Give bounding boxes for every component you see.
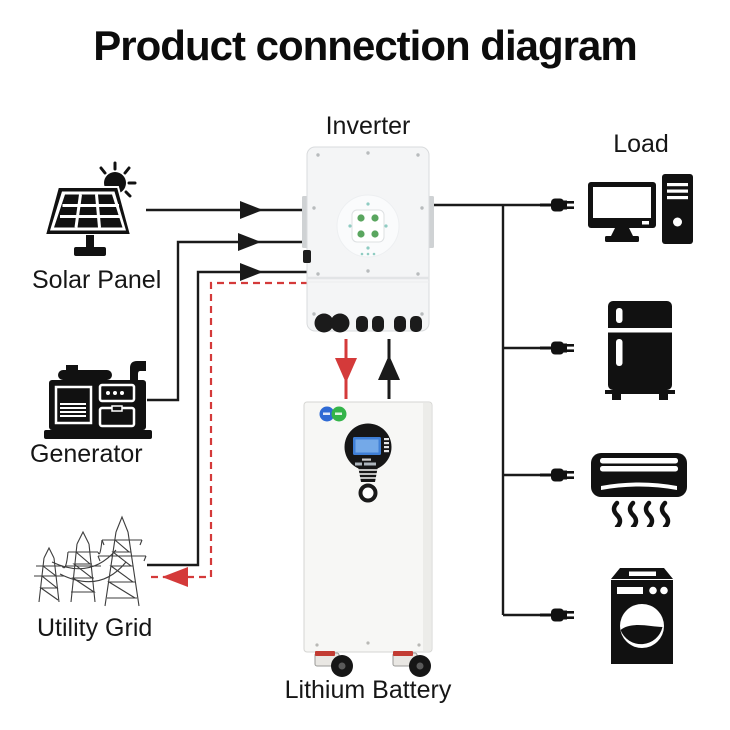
screws	[312, 151, 424, 316]
battery-port-ring	[358, 483, 378, 503]
arrowhead-generator	[238, 233, 261, 251]
arrowhead-charge-down	[335, 358, 357, 383]
wire-inverter-to-loads	[428, 203, 541, 617]
side-switch	[303, 250, 311, 263]
plug-icon	[540, 198, 574, 212]
generator-icon	[44, 361, 152, 439]
air-conditioner-icon	[591, 453, 687, 527]
inverter-label: Inverter	[325, 112, 411, 140]
page-title: Product connection diagram	[93, 22, 637, 69]
battery-display-panel	[344, 423, 392, 482]
arrowhead-export-left	[162, 567, 188, 587]
utility-grid-icon	[34, 515, 147, 607]
plug-icon	[540, 341, 574, 355]
arrowhead-solar	[240, 201, 263, 219]
wire-grid-to-inverter	[147, 270, 308, 567]
computer-icon	[588, 174, 693, 244]
bottom-connectors	[314, 313, 422, 333]
inverter-unit	[302, 146, 434, 333]
plug-icon	[540, 468, 574, 482]
battery-brand-logo	[319, 406, 347, 422]
arrowhead-grid	[240, 263, 263, 281]
battery-casters	[314, 651, 431, 677]
wire-inverter-to-grid-export	[148, 281, 308, 579]
lithium-battery-label: Lithium Battery	[284, 676, 452, 704]
plug-icon	[540, 608, 574, 622]
generator-label: Generator	[30, 440, 143, 468]
solar-panel-label: Solar Panel	[32, 266, 162, 294]
lithium-battery-unit	[303, 401, 433, 677]
arrowhead-discharge-up	[378, 355, 400, 380]
refrigerator-icon	[605, 301, 675, 400]
solar-panel-icon	[43, 161, 137, 256]
utility-grid-label: Utility Grid	[37, 614, 153, 642]
airflow-waves	[611, 500, 671, 527]
washing-machine-icon	[611, 568, 673, 664]
load-label: Load	[613, 130, 669, 158]
wire-generator-to-inverter	[147, 240, 308, 402]
